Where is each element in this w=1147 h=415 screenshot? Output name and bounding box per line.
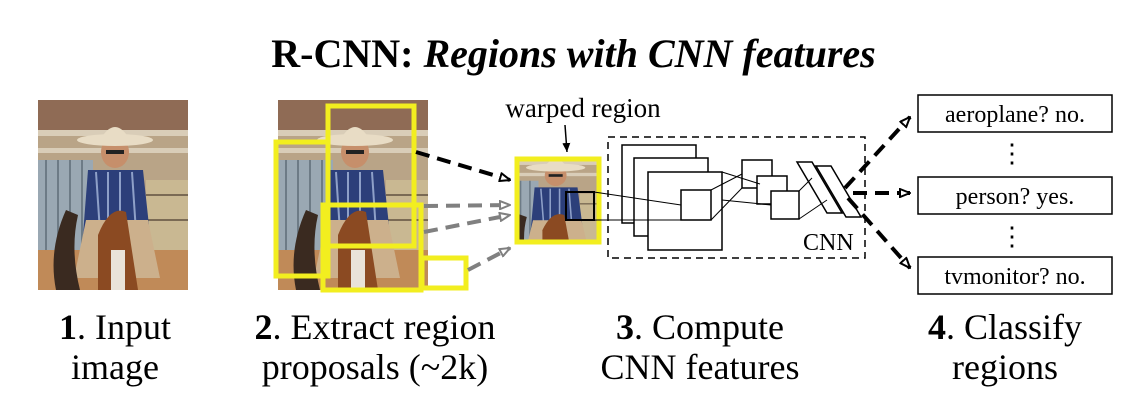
step-2-line1: . Extract region <box>272 307 496 347</box>
diagram-title: R-CNN: Regions with CNN features <box>0 30 1147 77</box>
warped-region-image <box>514 156 602 245</box>
arrow-proposal-to-warp-1 <box>415 150 510 180</box>
step-2-number: 2 <box>254 307 273 347</box>
step-1-number: 1 <box>59 307 77 347</box>
arrow-proposal-to-warp-3 <box>423 215 510 234</box>
input-image <box>37 99 189 291</box>
proposal-box-left <box>273 139 331 279</box>
svg-text:person? yes.: person? yes. <box>956 184 1075 210</box>
arrow-to-aeroplane <box>843 117 910 190</box>
class-box-aeroplane: aeroplane? no. <box>917 94 1113 133</box>
arrow-proposal-to-warp-4 <box>467 246 510 272</box>
title-main: R-CNN: <box>271 31 414 76</box>
step-3-line1: . Compute <box>634 307 784 347</box>
arrow-proposal-to-warp-2 <box>423 205 510 206</box>
title-subtitle: Regions with CNN features <box>423 31 876 76</box>
step-2-caption: 2. Extract region proposals (~2k) <box>225 307 525 387</box>
svg-text:aeroplane? no.: aeroplane? no. <box>945 102 1085 128</box>
class-box-tvmonitor: tvmonitor? no. <box>917 256 1113 295</box>
step-1-line1: . Input <box>77 307 171 347</box>
cnn-label: CNN <box>803 230 854 256</box>
region-proposals-image <box>273 99 469 293</box>
svg-text:tvmonitor? no.: tvmonitor? no. <box>944 264 1085 290</box>
step-1-caption: 1. Input image <box>25 307 205 387</box>
cnn-layers <box>621 144 863 251</box>
warped-region-pointer <box>562 124 571 153</box>
step-4-line1: . Classify <box>945 307 1082 347</box>
cnn-connections <box>565 171 828 221</box>
step-3-caption: 3. Compute CNN features <box>570 307 830 387</box>
ellipsis-upper: ⋮ <box>999 139 1025 168</box>
proposal-box-small <box>419 255 469 291</box>
step-3-line2: CNN features <box>600 347 800 387</box>
warped-region-label: warped region <box>505 93 661 123</box>
step-4-line2: regions <box>952 347 1058 387</box>
ellipsis-lower: ⋮ <box>999 222 1025 251</box>
step-4-caption: 4. Classify regions <box>895 307 1115 387</box>
step-3-number: 3 <box>616 307 634 347</box>
step-2-line2: proposals (~2k) <box>261 347 489 387</box>
step-1-line2: image <box>71 347 159 387</box>
cnn-dashed-box <box>607 136 866 259</box>
arrow-to-tvmonitor <box>846 196 910 268</box>
proposal-box-horse <box>320 202 424 293</box>
step-4-number: 4 <box>927 307 946 347</box>
class-box-person: person? yes. <box>917 176 1113 215</box>
